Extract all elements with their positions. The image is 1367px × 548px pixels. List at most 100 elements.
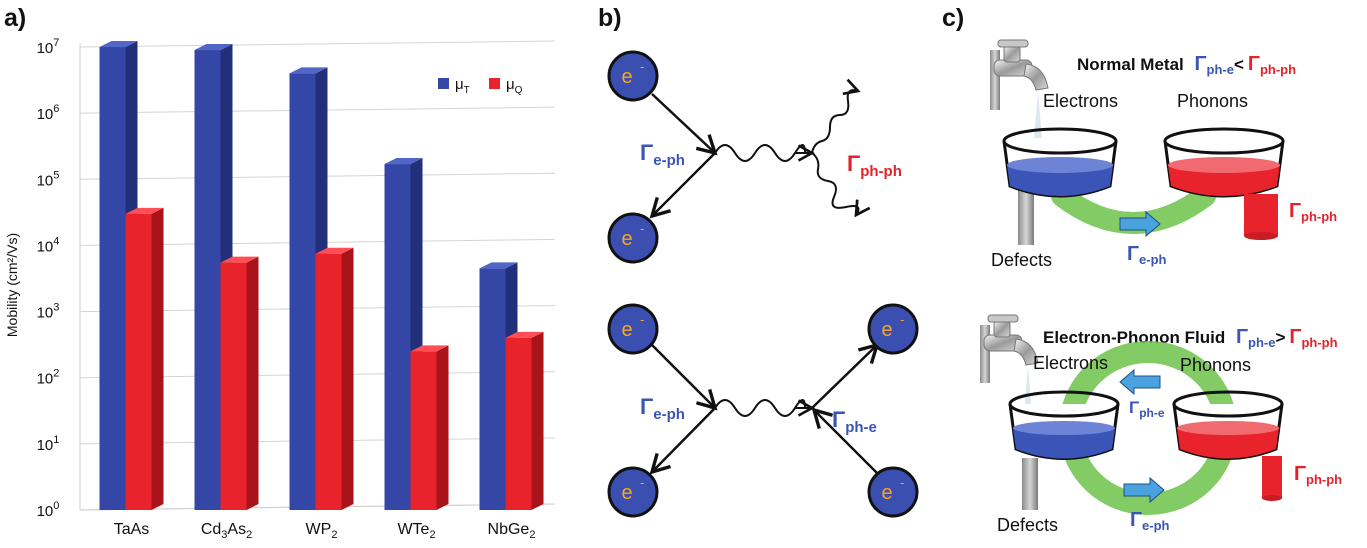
- gamma-e-ph-flow-label: Γe-ph: [1127, 243, 1167, 267]
- electron-reservoir: [1008, 390, 1120, 460]
- electron-ball: e -: [607, 466, 659, 518]
- electron-reservoir: [1002, 127, 1118, 198]
- bar-top: [220, 256, 259, 263]
- gamma-ph-e-flow-label: Γph-e: [1129, 398, 1165, 420]
- y-axis-label: Mobility (cm²/Vs): [4, 233, 20, 337]
- electrons-label: Electrons: [1033, 353, 1108, 373]
- bar-mu-t: [289, 73, 316, 510]
- bar-side: [151, 207, 164, 510]
- grid-line: [79, 40, 556, 48]
- panel-b-letter: b): [598, 4, 622, 32]
- panel-c: c) Normal Metal Γph-e<Γph-ph Electrons P…: [942, 4, 1342, 535]
- panel-a: a) Mobility (cm²/Vs) 1001011021031041051…: [4, 4, 556, 541]
- gamma-e-ph-label: Γe-ph: [640, 394, 685, 423]
- panel-c-letter: c): [942, 4, 964, 32]
- electron-ball: e -: [607, 50, 659, 102]
- category-label: Cd3As2: [201, 521, 252, 541]
- electron-ball: e -: [607, 303, 659, 355]
- y-tick-label: 104: [37, 235, 60, 255]
- electrons-label: Electrons: [1043, 91, 1118, 111]
- legend-swatch-mu-t: [438, 78, 449, 89]
- phonon-reservoir: [1163, 127, 1285, 198]
- phonon-sink: [1262, 456, 1282, 498]
- bar-mu-t: [479, 268, 506, 510]
- bar-top: [289, 67, 328, 74]
- faucet-icon: [980, 314, 1039, 411]
- category-label: WTe2: [397, 521, 435, 541]
- bar-top: [125, 207, 164, 214]
- bar-mu-t: [194, 50, 221, 511]
- electron-phonon-fluid-diagram: Electron-Phonon Fluid Γph-e>Γph-ph Elect…: [980, 314, 1342, 535]
- svg-text:e: e: [621, 319, 632, 341]
- svg-text:e: e: [881, 482, 892, 504]
- bar-side: [246, 256, 259, 510]
- bar-top: [315, 247, 354, 254]
- scattering-bottom: e - e - e - e - Γe-ph Γph-e: [607, 303, 919, 518]
- bar-top: [505, 331, 544, 338]
- bar-side: [341, 247, 354, 510]
- scattering-top: e - e - Γe-ph Γph-ph: [607, 50, 902, 264]
- bar-mu-q: [410, 351, 437, 510]
- defects-label: Defects: [997, 515, 1058, 535]
- svg-text:-: -: [900, 312, 904, 327]
- y-tick-label: 106: [37, 103, 60, 123]
- category-label: WP2: [306, 521, 338, 541]
- svg-text:e: e: [621, 228, 632, 250]
- chart-bars: [99, 41, 544, 511]
- svg-text:e: e: [881, 319, 892, 341]
- phonon-wavy-line: [714, 399, 806, 417]
- bar-mu-q: [315, 253, 342, 510]
- legend-label-mu-t: μT: [455, 76, 470, 96]
- fluid-title: Electron-Phonon Fluid Γph-e>Γph-ph: [1043, 326, 1338, 350]
- svg-text:e: e: [621, 66, 632, 88]
- gamma-ph-ph-sink-label: Γph-ph: [1289, 200, 1337, 224]
- svg-text:-: -: [640, 475, 644, 490]
- flow-arrow-icon: [1123, 476, 1165, 504]
- category-label: TaAs: [114, 521, 150, 538]
- defects-drain: [1018, 190, 1034, 245]
- y-tick-label: 105: [37, 169, 60, 189]
- normal-metal-diagram: Normal Metal Γph-e<Γph-ph Electrons Phon…: [990, 39, 1337, 270]
- bar-top: [384, 158, 423, 165]
- flow-arrow-icon: [1119, 210, 1161, 238]
- panel-b: b) e - e - Γe-ph Γph-ph: [598, 4, 919, 518]
- y-tick-label: 103: [37, 302, 60, 322]
- phonons-label: Phonons: [1180, 355, 1251, 375]
- bar-mu-t: [99, 47, 126, 510]
- phonon-reservoir: [1172, 390, 1284, 460]
- gamma-ph-ph-sink-label: Γph-ph: [1294, 463, 1342, 487]
- defects-drain: [1022, 458, 1038, 510]
- bar-top: [99, 41, 138, 47]
- x-tick-labels: TaAs Cd3As2 WP2 WTe2 NbGe2: [114, 521, 536, 541]
- legend: μT μQ: [438, 76, 523, 96]
- bar-side: [436, 345, 449, 510]
- electron-ball: e -: [607, 212, 659, 264]
- gamma-e-ph-label: Γe-ph: [640, 140, 685, 169]
- electron-ball: e -: [867, 466, 919, 518]
- legend-label-mu-q: μQ: [506, 76, 523, 96]
- legend-swatch-mu-q: [489, 78, 500, 89]
- bar-mu-q: [220, 262, 247, 510]
- defects-label: Defects: [991, 250, 1052, 270]
- gamma-ph-ph-label: Γph-ph: [847, 151, 902, 180]
- svg-text:-: -: [900, 475, 904, 490]
- gamma-e-ph-flow-label: Γe-ph: [1130, 509, 1170, 533]
- category-label: NbGe2: [488, 521, 536, 541]
- y-tick-label: 107: [37, 37, 60, 57]
- panel-a-letter: a): [4, 4, 26, 32]
- bar-top: [479, 262, 518, 269]
- electron-ball: e -: [867, 303, 919, 355]
- back-flow-arrow-icon: [1119, 368, 1161, 396]
- bar-top: [194, 44, 233, 51]
- bar-mu-q: [125, 213, 152, 510]
- svg-text:e: e: [621, 482, 632, 504]
- bar-side: [531, 331, 544, 510]
- bar-mu-q: [505, 337, 532, 510]
- gamma-ph-e-label: Γph-e: [832, 407, 877, 436]
- bar-top: [410, 345, 449, 352]
- svg-text:-: -: [640, 312, 644, 327]
- faucet-icon: [990, 39, 1049, 138]
- bar-mu-t: [384, 164, 411, 511]
